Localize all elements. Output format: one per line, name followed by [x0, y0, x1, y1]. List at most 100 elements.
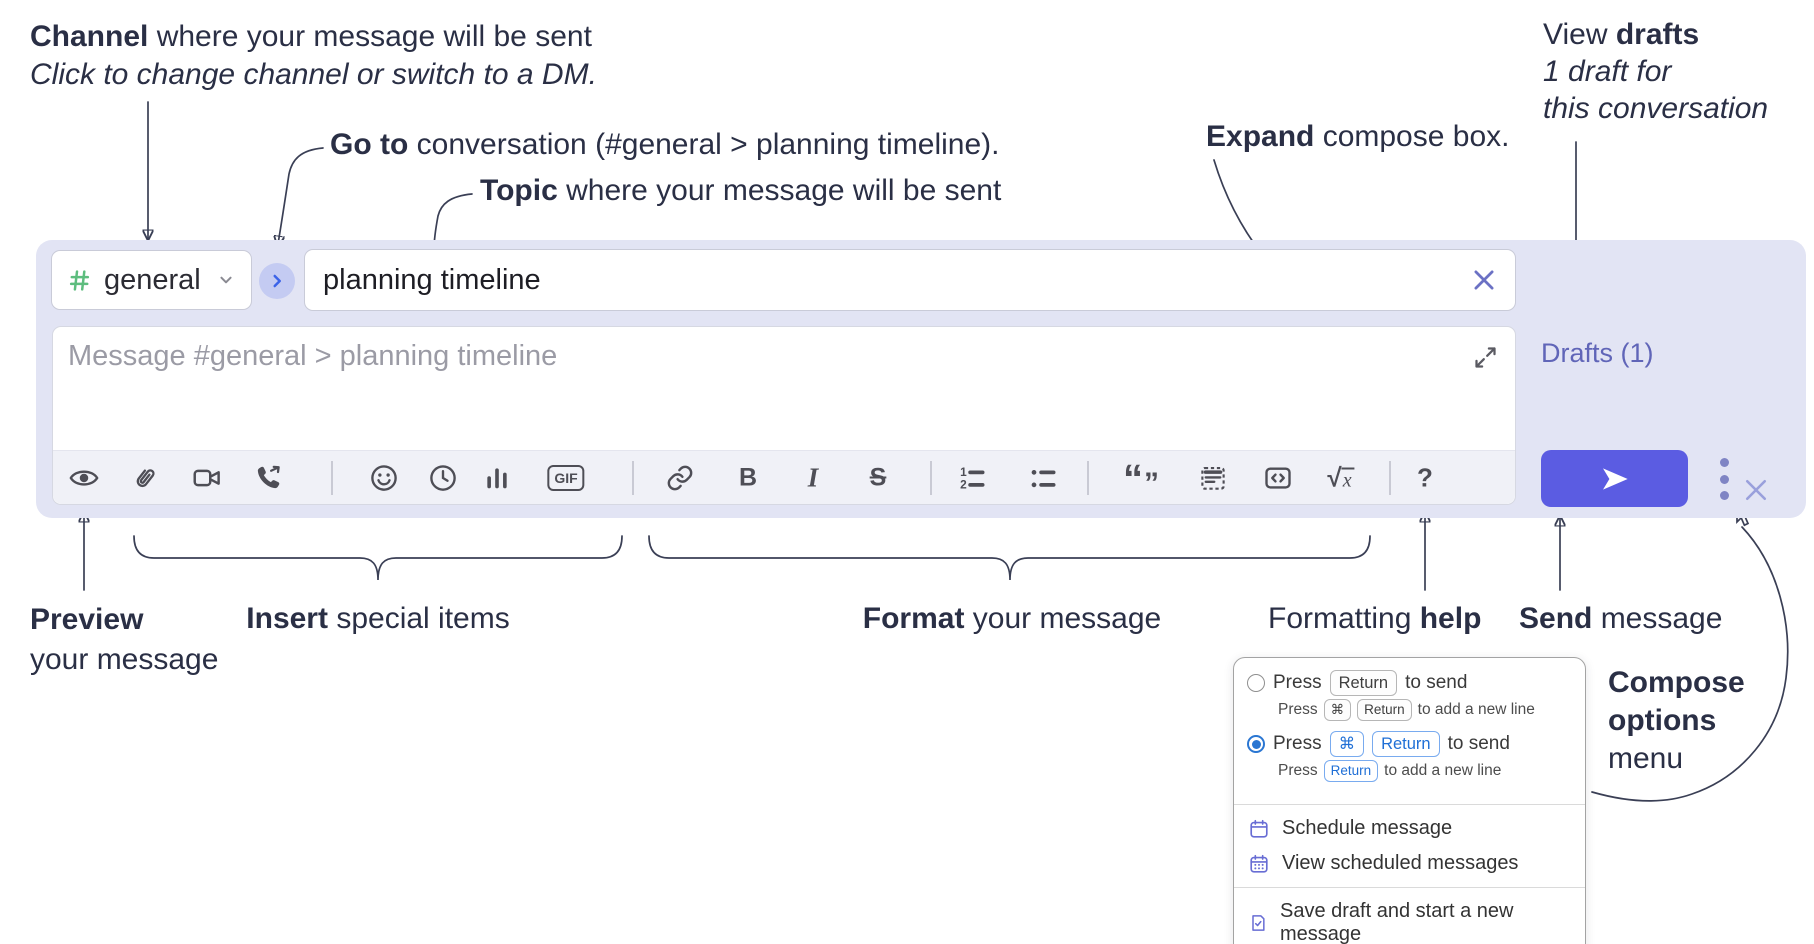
message-placeholder: Message #general > planning timeline: [68, 340, 558, 372]
bold-button[interactable]: B: [739, 464, 757, 493]
clock-icon: [430, 465, 456, 491]
toolbar-divider: [1389, 461, 1391, 495]
return-key-chip: Return: [1323, 760, 1379, 782]
italic-button[interactable]: I: [808, 463, 819, 494]
insert-brace: [133, 535, 623, 581]
enter-sends-option[interactable]: Press Return to send: [1247, 670, 1571, 696]
expand-compose-button[interactable]: [1469, 341, 1501, 373]
spoiler-button[interactable]: [1198, 463, 1228, 493]
return-key-chip: Return: [1372, 731, 1440, 757]
video-camera-icon: [193, 469, 220, 487]
poll-button[interactable]: [483, 464, 512, 493]
compose-options-menu: Press Return to send Press ⌘ Return to a…: [1233, 657, 1586, 944]
drafts-link[interactable]: Drafts (1): [1541, 338, 1654, 368]
svg-text:1: 1: [960, 465, 967, 479]
svg-text:2: 2: [960, 478, 967, 492]
gif-icon: GIF: [547, 465, 585, 491]
bold-icon: B: [738, 463, 758, 492]
menu-divider: [1234, 804, 1585, 805]
toolbar-divider: [331, 461, 333, 495]
chevron-right-icon: [273, 274, 281, 288]
phone-outgoing-icon: [257, 465, 280, 489]
toolbar-divider: [930, 461, 932, 495]
preview-annotation: Preview your message: [30, 603, 219, 676]
clear-topic-icon[interactable]: [1469, 265, 1499, 295]
topic-value: planning timeline: [323, 263, 541, 296]
send-annotation: Send message: [1519, 602, 1723, 635]
audio-call-button[interactable]: [253, 463, 283, 493]
cmd-enter-sends-option[interactable]: Press ⌘ Return to send: [1247, 731, 1571, 757]
toolbar-divider: [1087, 461, 1089, 495]
chevron-down-icon: [220, 276, 232, 284]
goto-connector: [278, 147, 324, 244]
send-button[interactable]: [1541, 450, 1688, 507]
link-icon: [667, 465, 693, 491]
view-scheduled-messages-item[interactable]: View scheduled messages: [1234, 846, 1585, 881]
bar-chart-icon: [487, 468, 507, 489]
quote-icon: “ ”: [1123, 457, 1159, 501]
video-call-button[interactable]: [192, 463, 223, 494]
calendar-days-icon: [1250, 854, 1268, 873]
attach-file-button[interactable]: [131, 464, 160, 493]
expand-annotation: Expand compose box.: [1206, 120, 1510, 153]
save-draft-icon: [1252, 915, 1265, 931]
format-brace: [648, 535, 1371, 581]
radio-unchecked-icon[interactable]: [1247, 674, 1265, 692]
expand-icon: [1474, 346, 1496, 368]
code-button[interactable]: [1263, 463, 1293, 493]
schedule-message-item[interactable]: Schedule message: [1234, 811, 1585, 846]
goto-annotation: Go to conversation (#general > planning …: [330, 128, 1000, 161]
menu-divider: [1234, 887, 1585, 888]
go-to-conversation-button[interactable]: [259, 263, 295, 299]
paperclip-icon: [136, 469, 155, 488]
send-shortcut-options: Press Return to send Press ⌘ Return to a…: [1234, 658, 1585, 804]
preview-button[interactable]: [69, 463, 99, 493]
compose-toolbar: [53, 450, 1515, 504]
quote-button[interactable]: “ ”: [1123, 457, 1159, 501]
message-area[interactable]: Message #general > planning timeline: [52, 326, 1516, 505]
strikethrough-icon: S: [869, 463, 887, 492]
insert-annotation: Insert special items: [246, 602, 510, 635]
numbered-list-icon: 1 2: [960, 465, 985, 492]
send-icon: [1602, 467, 1628, 490]
close-icon: [1745, 479, 1767, 501]
cmd-enter-sends-subtext: Press Return to add a new line: [1278, 760, 1571, 782]
spoiler-icon: [1201, 466, 1225, 490]
channel-annotation: Channel where your message will be sent …: [30, 20, 597, 91]
math-icon: √x: [1327, 463, 1355, 494]
question-mark-icon: ?: [1417, 462, 1433, 493]
radio-checked-icon[interactable]: [1247, 735, 1265, 753]
channel-selector[interactable]: general: [51, 250, 252, 310]
bulleted-list-icon: [1031, 470, 1056, 488]
bulleted-list-button[interactable]: [1028, 463, 1058, 493]
emoji-button[interactable]: [369, 463, 399, 493]
save-draft-item[interactable]: Save draft and start a new message: [1234, 894, 1585, 944]
channel-name: general: [104, 263, 201, 296]
return-key-chip: Return: [1329, 670, 1398, 696]
gif-button[interactable]: GIF: [547, 465, 585, 491]
math-button[interactable]: √x: [1327, 463, 1355, 494]
channel-hash-icon: [69, 269, 90, 291]
format-annotation: Format your message: [862, 602, 1162, 635]
schedule-reminder-button[interactable]: [428, 463, 458, 493]
close-compose-button[interactable]: [1738, 472, 1774, 508]
compose-options-annotation: Compose options menu: [1608, 666, 1745, 775]
numbered-list-button[interactable]: 1 2: [957, 463, 987, 493]
cmd-key-chip: ⌘: [1323, 699, 1352, 721]
cmd-key-chip: ⌘: [1329, 731, 1365, 757]
code-icon: [1265, 467, 1291, 489]
return-key-chip: Return: [1357, 699, 1412, 721]
toolbar-divider: [632, 461, 634, 495]
topic-annotation: Topic where your message will be sent: [480, 174, 1002, 207]
enter-sends-subtext: Press ⌘ Return to add a new line: [1278, 699, 1571, 721]
strikethrough-button[interactable]: S: [870, 464, 887, 493]
formatting-help-button[interactable]: ?: [1417, 463, 1433, 494]
topic-input[interactable]: planning timeline: [304, 249, 1516, 311]
eye-icon: [69, 470, 99, 486]
compose-options-button[interactable]: [1712, 458, 1737, 500]
link-button[interactable]: [666, 464, 695, 493]
italic-icon: I: [807, 462, 819, 493]
formatting-help-annotation: Formatting help: [1268, 602, 1482, 635]
calendar-icon: [1250, 819, 1268, 838]
